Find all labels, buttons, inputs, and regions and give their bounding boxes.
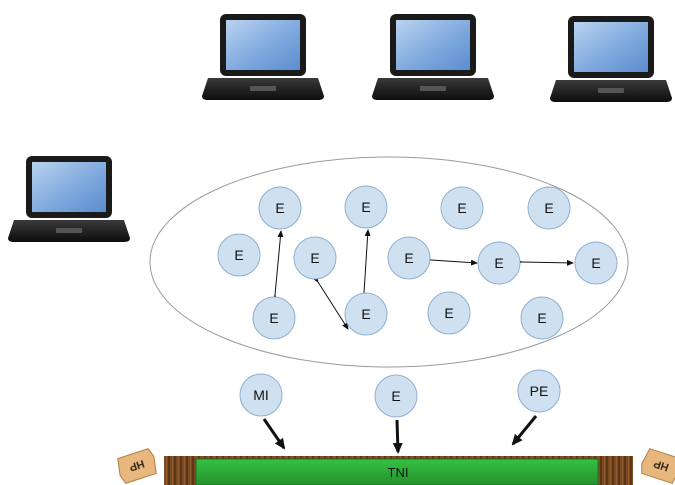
board-arrows: [262, 415, 538, 454]
svg-text:E: E: [275, 200, 284, 216]
node-mi: MI: [239, 373, 283, 417]
svg-text:E: E: [391, 388, 400, 404]
hp-tag-icon: HP: [117, 448, 157, 484]
svg-text:E: E: [457, 200, 466, 216]
laptop-icon: [372, 14, 494, 100]
svg-text:E: E: [310, 250, 319, 266]
connection-arrow: [424, 256, 478, 266]
svg-text:E: E: [544, 200, 553, 216]
node-e: E: [293, 236, 337, 280]
arrow-e-to-board: [392, 419, 403, 454]
node-e: E: [374, 374, 418, 418]
cluster-ellipse: [149, 156, 629, 368]
svg-text:E: E: [444, 305, 453, 321]
node-pe: PE: [517, 369, 561, 413]
node-e: E: [258, 186, 302, 230]
tni-board: TNI: [164, 456, 633, 485]
svg-text:E: E: [269, 310, 278, 326]
svg-text:E: E: [234, 247, 243, 263]
node-e: E: [387, 236, 431, 280]
svg-text:E: E: [537, 310, 546, 326]
node-e: E: [252, 296, 296, 340]
arrow-mi-to-board: [262, 418, 286, 450]
hp-tag-icon: HP: [641, 448, 675, 484]
laptop-icon: [202, 14, 324, 100]
svg-text:E: E: [404, 250, 413, 266]
node-e: E: [344, 185, 388, 229]
node-e: E: [477, 241, 521, 285]
svg-text:HP: HP: [128, 457, 146, 473]
laptop-icon: [550, 16, 672, 102]
tni-label: TNI: [388, 465, 409, 480]
node-e: E: [574, 241, 618, 285]
svg-text:E: E: [361, 199, 370, 215]
node-e: E: [344, 292, 388, 336]
connection-arrow: [515, 258, 574, 266]
connection-arrow: [360, 229, 371, 300]
laptop-icon: [8, 156, 130, 242]
svg-text:E: E: [361, 306, 370, 322]
cluster-connections: [271, 229, 574, 330]
connection-arrow: [312, 275, 349, 330]
node-e: E: [217, 233, 261, 277]
arrow-pe-to-board: [511, 415, 538, 446]
connection-arrow: [271, 230, 284, 302]
node-e: E: [440, 186, 484, 230]
svg-text:HP: HP: [652, 457, 670, 473]
svg-text:E: E: [494, 255, 503, 271]
node-e: E: [527, 186, 571, 230]
svg-text:E: E: [591, 255, 600, 271]
node-e: E: [520, 296, 564, 340]
node-e: E: [427, 291, 471, 335]
svg-text:MI: MI: [253, 387, 269, 403]
svg-text:PE: PE: [530, 383, 549, 399]
